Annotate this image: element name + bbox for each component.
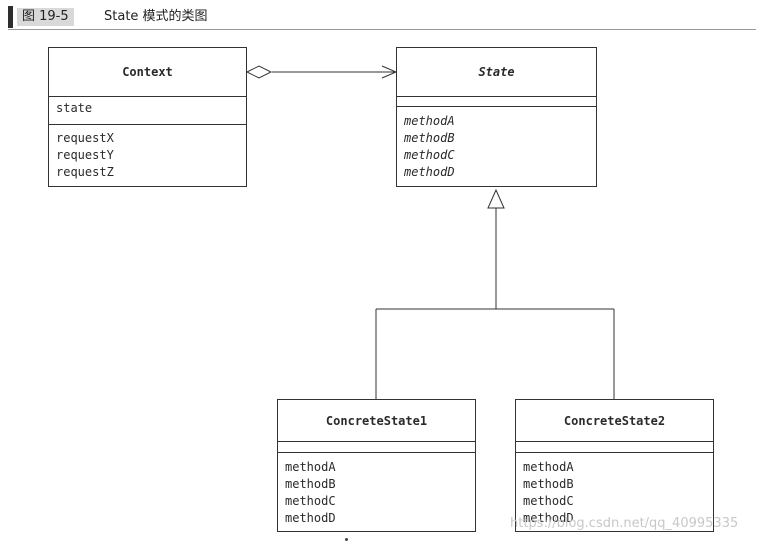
- class-methods: requestX requestY requestZ: [49, 125, 246, 186]
- class-name: Context: [49, 48, 246, 97]
- method: methodA: [404, 114, 455, 128]
- method: methodC: [404, 148, 455, 162]
- figure-title: State 模式的类图: [104, 9, 208, 24]
- method: methodB: [285, 477, 336, 491]
- class-concrete-state-2: ConcreteState2 methodA methodB methodC m…: [515, 399, 714, 532]
- class-methods: methodA methodB methodC methodD: [516, 453, 713, 532]
- class-name: ConcreteState1: [278, 400, 475, 442]
- class-attributes: [397, 97, 596, 107]
- figure-header: 图 19-5 State 模式的类图: [8, 6, 756, 30]
- header-accent-bar: [8, 6, 13, 28]
- attribute: state: [56, 101, 93, 115]
- method: methodD: [523, 511, 574, 525]
- method: methodB: [404, 131, 455, 145]
- class-context: Context state requestX requestY requestZ: [48, 47, 247, 187]
- method: methodC: [523, 494, 574, 508]
- class-concrete-state-1: ConcreteState1 methodA methodB methodC m…: [277, 399, 476, 532]
- method: requestY: [56, 148, 114, 162]
- method: methodA: [523, 460, 574, 474]
- generalization-triangle: [487, 188, 505, 209]
- method: requestX: [56, 131, 114, 145]
- class-name: State: [397, 48, 596, 97]
- figure-label: 图 19-5: [17, 8, 74, 26]
- watermark: https://blog.csdn.net/qq_40995335: [510, 516, 739, 531]
- class-methods: methodA methodB methodC methodD: [278, 453, 475, 532]
- class-attributes: [278, 442, 475, 453]
- method: methodC: [285, 494, 336, 508]
- aggregation-diamond: [245, 65, 273, 79]
- class-attributes: [516, 442, 713, 453]
- method: methodB: [523, 477, 574, 491]
- class-attributes: state: [49, 97, 246, 125]
- class-state: State methodA methodB methodC methodD: [396, 47, 597, 187]
- class-name: ConcreteState2: [516, 400, 713, 442]
- stray-dot: [345, 538, 348, 541]
- method: methodD: [404, 165, 455, 179]
- class-methods: methodA methodB methodC methodD: [397, 107, 596, 186]
- method: methodD: [285, 511, 336, 525]
- method: requestZ: [56, 165, 114, 179]
- method: methodA: [285, 460, 336, 474]
- header-divider: [8, 29, 756, 30]
